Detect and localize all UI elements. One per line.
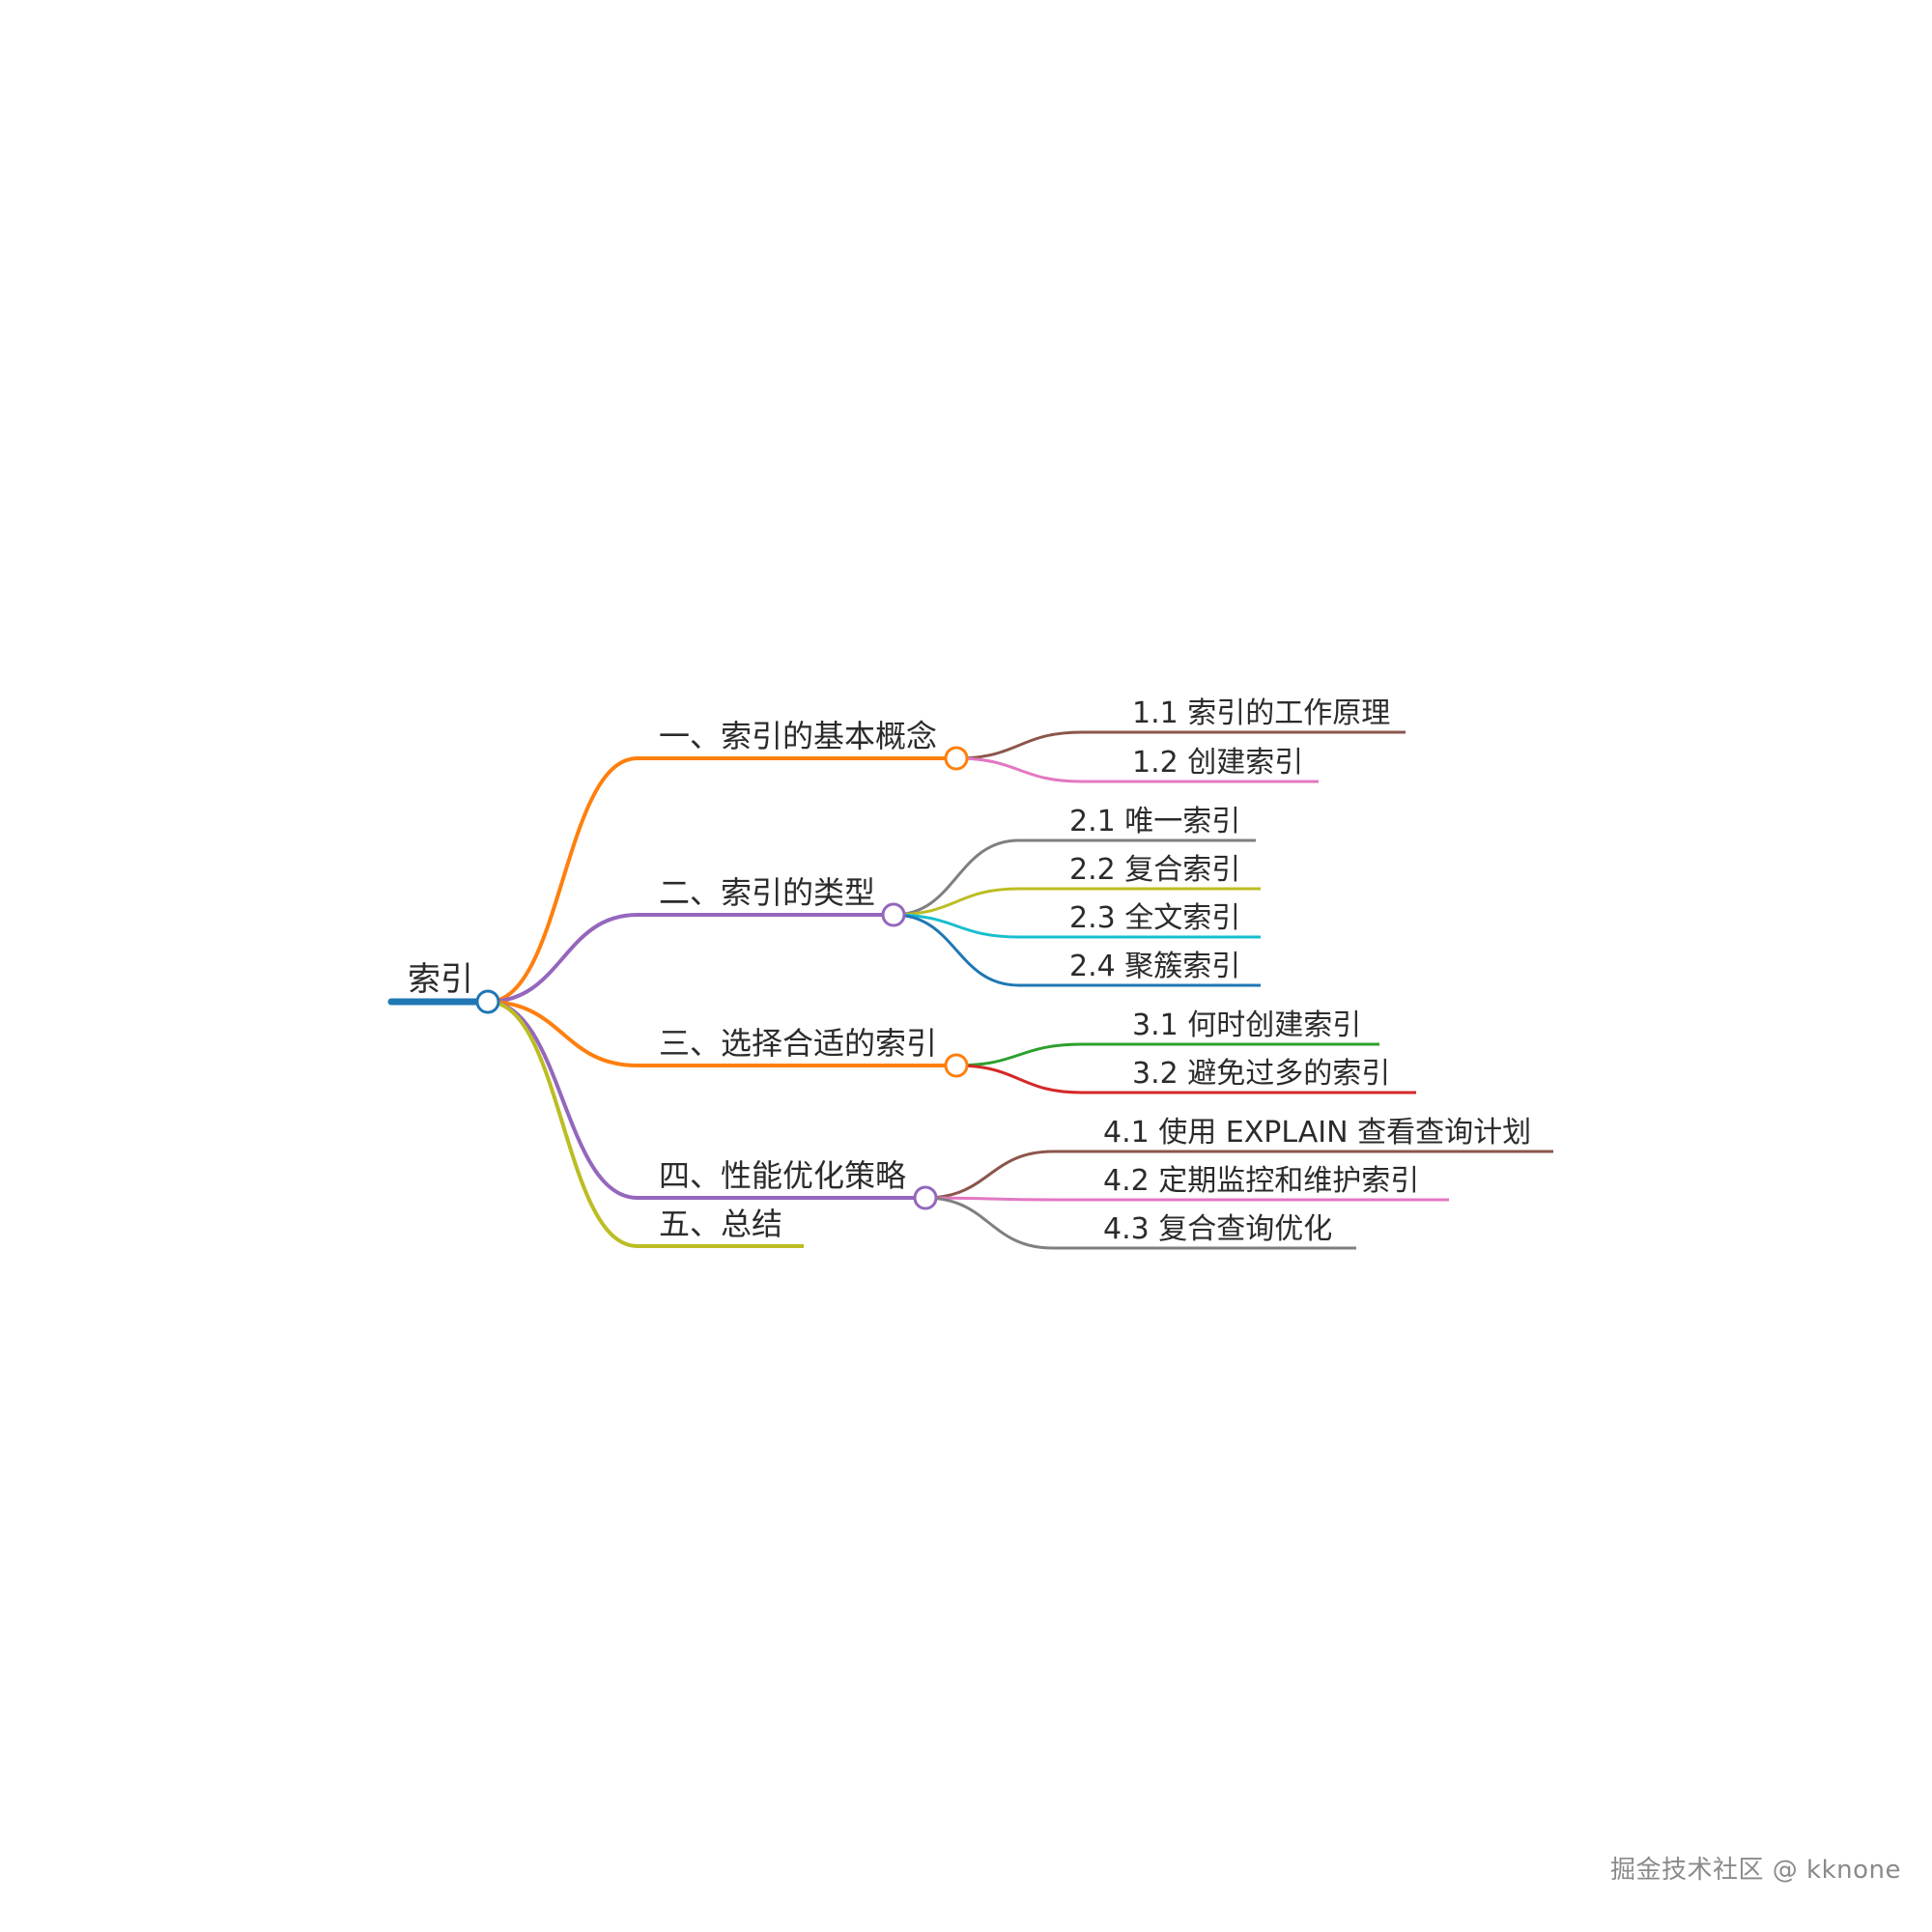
branch-label[interactable]: 三、选择合适的索引 xyxy=(659,1025,937,1062)
collapse-toggle-icon[interactable] xyxy=(881,902,906,927)
sub-branch-link xyxy=(893,838,1020,917)
sub-branch-label[interactable]: 4.1 使用 EXPLAIN 查看查询计划 xyxy=(1103,1116,1531,1150)
collapse-toggle-icon[interactable] xyxy=(944,1053,969,1078)
sub-branch-link xyxy=(955,1064,1083,1094)
sub-branch-label[interactable]: 2.1 唯一索引 xyxy=(1069,805,1240,838)
sub-branch-label[interactable]: 3.1 何时创建索引 xyxy=(1132,1009,1361,1042)
collapse-toggle-icon[interactable] xyxy=(913,1185,938,1210)
watermark: 掘金技术社区 @ kknone xyxy=(1609,1856,1901,1885)
branch-link xyxy=(487,756,639,1004)
root-label[interactable]: 索引 xyxy=(408,960,473,999)
root-toggle-icon[interactable] xyxy=(475,989,500,1014)
sub-branch-link xyxy=(924,1150,1054,1200)
branch-label[interactable]: 四、性能优化策略 xyxy=(659,1157,906,1194)
branch-link xyxy=(487,913,639,1004)
sub-branch-link xyxy=(955,730,1083,760)
sub-branch-link xyxy=(893,913,1020,987)
sub-branch-label[interactable]: 1.2 创建索引 xyxy=(1132,746,1303,780)
branch-label[interactable]: 五、总结 xyxy=(659,1206,782,1242)
sub-branch-label[interactable]: 4.2 定期监控和维护索引 xyxy=(1103,1164,1419,1198)
branch-link xyxy=(487,1000,639,1067)
sub-branch-label[interactable]: 3.2 避免过多的索引 xyxy=(1132,1057,1390,1091)
mind-map-links xyxy=(387,730,1553,1250)
sub-branch-label[interactable]: 1.1 索引的工作原理 xyxy=(1132,696,1390,730)
sub-branch-link xyxy=(955,1042,1083,1067)
sub-branch-label[interactable]: 2.3 全文索引 xyxy=(1069,901,1240,935)
sub-branch-link xyxy=(924,1196,1054,1202)
branch-link xyxy=(487,1000,639,1248)
collapse-toggle-icon[interactable] xyxy=(944,746,969,771)
sub-branch-label[interactable]: 2.4 聚簇索引 xyxy=(1069,950,1240,983)
sub-branch-link xyxy=(924,1196,1054,1250)
sub-branch-link xyxy=(955,756,1083,783)
branch-label[interactable]: 二、索引的类型 xyxy=(659,874,875,911)
sub-branch-label[interactable]: 4.3 复合查询优化 xyxy=(1103,1212,1332,1246)
branch-label[interactable]: 一、索引的基本概念 xyxy=(659,718,937,754)
sub-branch-link xyxy=(893,913,1020,939)
sub-branch-link xyxy=(893,887,1020,917)
sub-branch-label[interactable]: 2.2 复合索引 xyxy=(1069,853,1240,887)
